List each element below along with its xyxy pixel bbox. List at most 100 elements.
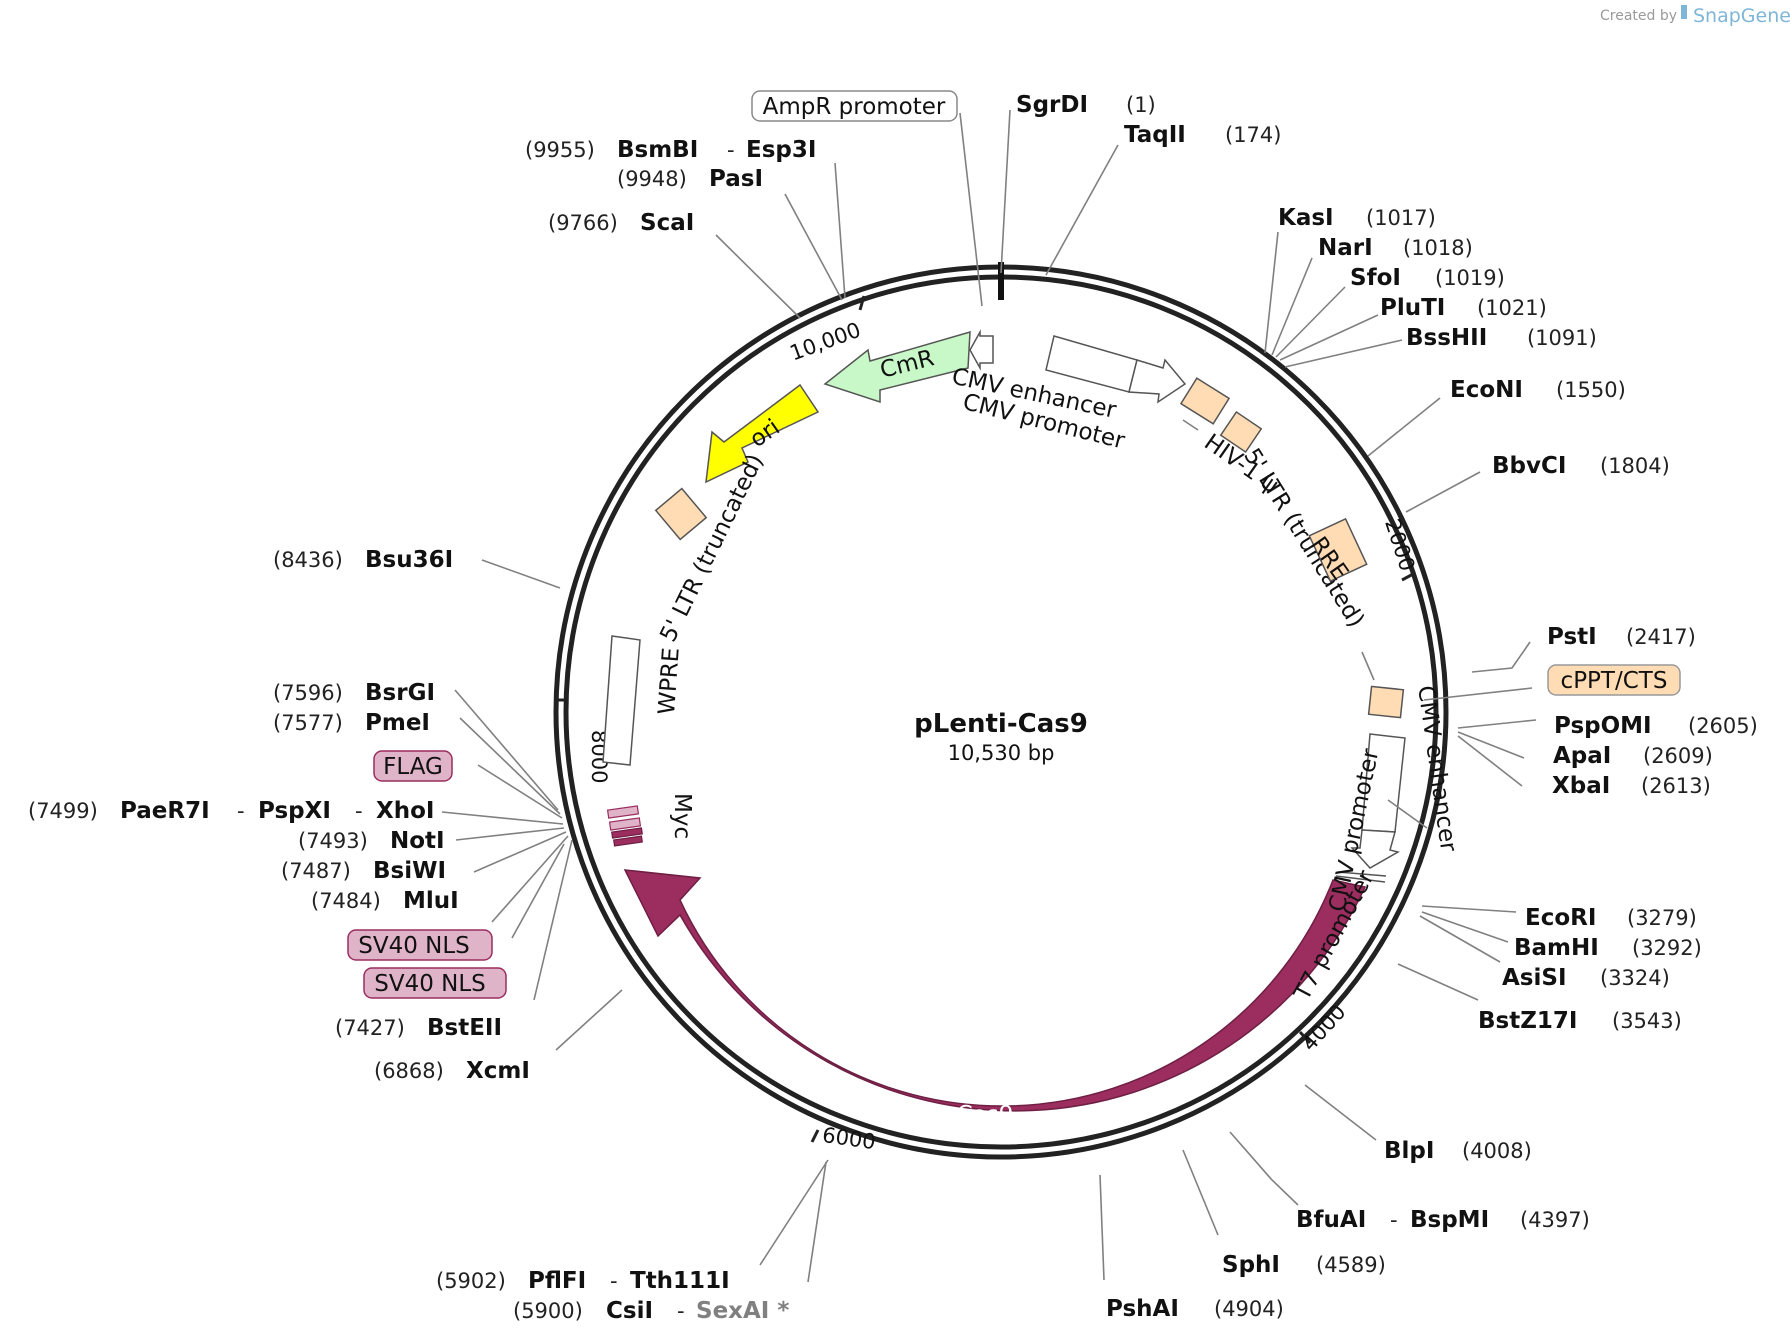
enzyme-bbvci: BbvCI (1804)	[1492, 453, 1670, 479]
enzyme-bsu36i: (8436) Bsu36I	[273, 547, 453, 573]
svg-text:XhoI: XhoI	[376, 798, 434, 824]
svg-text:BssHII: BssHII	[1406, 325, 1487, 351]
cmv-enhancer-1-box	[1045, 335, 1138, 393]
enzyme-csii: (5900) CsiI - SexAI *	[513, 1298, 789, 1324]
svg-text:PasI: PasI	[709, 166, 763, 192]
sv40-nls-1-label: SV40 NLS	[358, 933, 470, 959]
sv40-nls-tag-1: SV40 NLS	[347, 929, 493, 961]
svg-text:EcoRI: EcoRI	[1525, 905, 1596, 931]
enzyme-bsmbi: (9955) BsmBI - Esp3I	[525, 137, 816, 163]
sv40-nls-tag-2: SV40 NLS	[363, 967, 507, 999]
svg-text:(9955): (9955)	[525, 138, 595, 162]
svg-text:(6868): (6868)	[374, 1059, 444, 1083]
svg-text:-: -	[1390, 1208, 1398, 1232]
svg-text:TaqII: TaqII	[1124, 122, 1186, 148]
svg-text:-: -	[237, 799, 245, 823]
svg-text:(174): (174)	[1225, 123, 1281, 147]
rre-box	[1308, 517, 1368, 583]
ampr-promoter-arrow	[969, 329, 994, 371]
enzyme-scai: (9766) ScaI	[548, 210, 694, 236]
svg-text:(3324): (3324)	[1600, 966, 1670, 990]
flag-label: FLAG	[383, 754, 443, 780]
svg-text:BspMI: BspMI	[1410, 1207, 1489, 1233]
svg-text:(9948): (9948)	[617, 167, 687, 191]
svg-text:PflFI: PflFI	[528, 1268, 586, 1294]
enzyme-xbai: XbaI (2613)	[1552, 773, 1711, 799]
cppt-cts-label: cPPT/CTS	[1561, 668, 1668, 694]
enzyme-bstz17i: BstZ17I (3543)	[1478, 1008, 1682, 1034]
tag-cluster: Myc	[606, 793, 695, 847]
svg-text:(1091): (1091)	[1527, 326, 1597, 350]
svg-text:(7577): (7577)	[273, 711, 343, 735]
svg-text:(2605): (2605)	[1688, 714, 1758, 738]
svg-text:(3292): (3292)	[1632, 936, 1702, 960]
plasmid-name: pLenti-Cas9	[914, 709, 1088, 739]
svg-text:(8436): (8436)	[273, 548, 343, 572]
svg-text:(1021): (1021)	[1477, 296, 1547, 320]
enzyme-psti: PstI (2417)	[1547, 624, 1696, 650]
credit-prefix: Created by	[1600, 8, 1677, 24]
svg-text:(4397): (4397)	[1520, 1208, 1590, 1232]
enzyme-pspomi: PspOMI (2605)	[1554, 713, 1758, 739]
enzyme-bsiwi: (7487) BsiWI	[281, 858, 446, 884]
wpre-label: WPRE	[654, 647, 685, 716]
enzyme-sgrdi: SgrDI (1)	[1016, 92, 1156, 118]
enzyme-bamhi: BamHI (3292)	[1514, 935, 1702, 961]
svg-text:BstZ17I: BstZ17I	[1478, 1008, 1577, 1034]
svg-text:KasI: KasI	[1278, 205, 1334, 231]
svg-text:(7493): (7493)	[298, 829, 368, 853]
enzyme-econi: EcoNI (1550)	[1450, 377, 1626, 403]
svg-text:(5900): (5900)	[513, 1299, 583, 1323]
svg-text:(7596): (7596)	[273, 681, 343, 705]
svg-text:BbvCI: BbvCI	[1492, 453, 1566, 479]
cas9-arrow	[623, 869, 1367, 1112]
enzyme-asisi: AsiSI (3324)	[1502, 965, 1670, 991]
svg-text:(7487): (7487)	[281, 859, 351, 883]
sv40-nls-2-label: SV40 NLS	[374, 971, 486, 997]
svg-text:(2609): (2609)	[1643, 744, 1713, 768]
svg-text:ApaI: ApaI	[1553, 743, 1611, 769]
svg-text:BlpI: BlpI	[1384, 1138, 1434, 1164]
svg-text:Bsu36I: Bsu36I	[365, 547, 453, 573]
tick-label-4000: 4000	[1297, 1000, 1351, 1056]
enzyme-apai: ApaI (2609)	[1553, 743, 1713, 769]
svg-text:-: -	[355, 799, 363, 823]
svg-text:(1018): (1018)	[1403, 236, 1473, 260]
myc-label: Myc	[669, 793, 695, 839]
ltr-left-box	[654, 487, 708, 541]
enzyme-pmei: (7577) PmeI	[273, 710, 430, 736]
enzyme-xcmi: (6868) XcmI	[374, 1058, 530, 1084]
svg-text:EcoNI: EcoNI	[1450, 377, 1523, 403]
hiv-psi-box	[1179, 377, 1231, 425]
svg-text:-: -	[677, 1299, 685, 1323]
svg-text:PstI: PstI	[1547, 624, 1597, 650]
enzyme-bfuai: BfuAI - BspMI (4397)	[1296, 1207, 1590, 1233]
svg-text:(1804): (1804)	[1600, 454, 1670, 478]
ori-arrow	[705, 383, 820, 484]
cppt-box	[1367, 685, 1405, 719]
enzyme-paer7i: (7499) PaeR7I - PspXI - XhoI	[28, 798, 434, 824]
enzyme-kasi: KasI (1017)	[1278, 205, 1436, 231]
enzyme-noti: (7493) NotI	[298, 828, 445, 854]
svg-text:SphI: SphI	[1222, 1252, 1280, 1278]
enzyme-labels-right: SgrDI (1) TaqII (174) KasI (1017) NarI (…	[1016, 92, 1758, 1322]
enzyme-labels-left: (5902) PflFI - Tth111I (5900) CsiI - Sex…	[28, 137, 816, 1324]
svg-text:PaeR7I: PaeR7I	[120, 798, 210, 824]
enzyme-pluti: PluTI (1021)	[1380, 295, 1547, 321]
enzyme-blpi: BlpI (4008)	[1384, 1138, 1532, 1164]
svg-text:(5902): (5902)	[436, 1269, 506, 1293]
plasmid-length: 10,530 bp	[948, 741, 1055, 765]
wpre-feature	[602, 635, 641, 766]
enzyme-nari: NarI (1018)	[1318, 235, 1473, 261]
svg-text:ScaI: ScaI	[640, 210, 694, 236]
credit-brand: SnapGene	[1693, 5, 1790, 27]
enzyme-ecori: EcoRI (3279)	[1525, 905, 1697, 931]
svg-text:(4589): (4589)	[1316, 1253, 1386, 1277]
svg-text:SgrDI: SgrDI	[1016, 92, 1088, 118]
svg-text:PmeI: PmeI	[365, 710, 430, 736]
svg-text:(9766): (9766)	[548, 211, 618, 235]
ampr-promoter-tag: AmpR promoter	[751, 90, 958, 122]
svg-text:PspXI: PspXI	[258, 798, 331, 824]
svg-text:MluI: MluI	[403, 888, 459, 914]
